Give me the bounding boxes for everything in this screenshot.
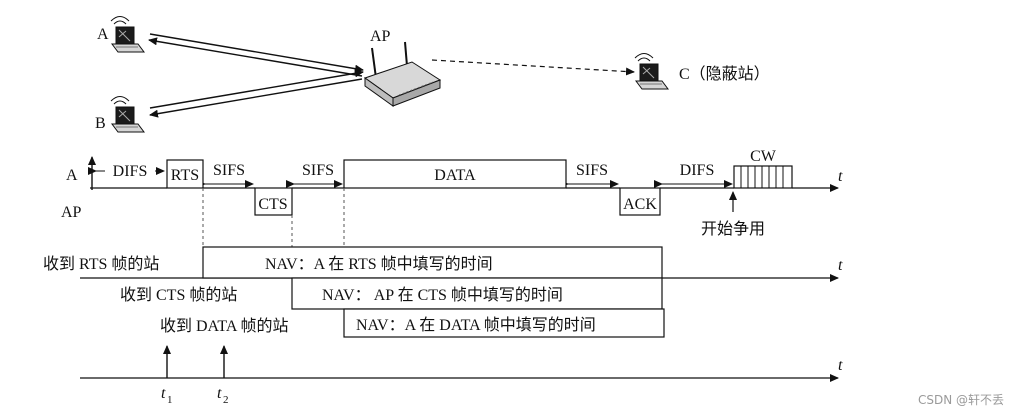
node-ap-label: AP: [370, 28, 391, 45]
svg-text:t: t: [161, 385, 166, 402]
svg-text:ACK: ACK: [623, 196, 657, 213]
laptop-c-icon: [634, 53, 669, 90]
access-point-icon: [363, 41, 442, 107]
t2-marker: t 2: [217, 345, 229, 406]
svg-text:DIFS: DIFS: [680, 162, 715, 179]
svg-text:DATA: DATA: [434, 167, 476, 184]
cts-frame: CTS: [254, 187, 293, 216]
sifs1-interval: SIFS: [197, 162, 254, 188]
time-axis-label: t: [838, 168, 843, 185]
a-ap-link: [148, 33, 364, 77]
cts-nav-bar: NAV： AP 在 CTS 帧中填写的时间: [291, 277, 663, 310]
nav-axis-t-label: t: [838, 257, 843, 274]
contention-window: CW: [733, 148, 793, 189]
start-contention-marker: 开始争用: [701, 191, 765, 238]
svg-text:NAV：A 在 DATA 帧中填写的时间: NAV：A 在 DATA 帧中填写的时间: [356, 316, 596, 334]
sifs2-interval: SIFS: [286, 162, 343, 188]
svg-text:t: t: [217, 385, 222, 402]
bottom-axis-t-label: t: [838, 357, 843, 374]
ap-c-dashed-link: [431, 59, 635, 76]
laptop-a-icon: [110, 16, 145, 53]
difs1-interval: DIFS: [88, 160, 165, 180]
node-c-label: C（隐蔽站）: [679, 65, 770, 83]
node-a-label: A: [97, 26, 109, 43]
t1-marker: t 1: [161, 345, 173, 406]
laptop-b-icon: [110, 96, 145, 133]
watermark: CSDN @轩不丢: [918, 393, 1004, 407]
svg-text:NAV：A 在 RTS 帧中填写的时间: NAV：A 在 RTS 帧中填写的时间: [265, 255, 493, 273]
sifs3-interval: SIFS: [560, 162, 619, 188]
ack-frame: ACK: [619, 187, 661, 216]
node-b-label: B: [95, 115, 106, 132]
svg-text:1: 1: [167, 394, 173, 406]
svg-text:RTS: RTS: [171, 167, 199, 184]
svg-text:SIFS: SIFS: [576, 162, 608, 179]
rts-nav-bar: NAV：A 在 RTS 帧中填写的时间: [202, 246, 663, 279]
data-nav-bar: NAV：A 在 DATA 帧中填写的时间: [343, 308, 665, 338]
svg-text:SIFS: SIFS: [302, 162, 334, 179]
svg-text:CW: CW: [750, 148, 777, 165]
svg-text:DIFS: DIFS: [113, 163, 148, 180]
row-a-label: A: [66, 167, 78, 184]
data-station-label: 收到 DATA 帧的站: [160, 317, 289, 335]
svg-text:SIFS: SIFS: [213, 162, 245, 179]
svg-text:CTS: CTS: [258, 196, 287, 213]
rts-frame: RTS: [166, 159, 204, 189]
svg-text:2: 2: [223, 394, 229, 406]
data-frame: DATA: [343, 159, 567, 189]
svg-text:开始争用: 开始争用: [701, 220, 765, 238]
rts-station-label: 收到 RTS 帧的站: [43, 255, 159, 273]
difs2-interval: DIFS: [654, 162, 733, 188]
cts-station-label: 收到 CTS 帧的站: [120, 286, 237, 304]
row-ap-label: AP: [61, 204, 82, 221]
b-ap-link: [149, 69, 364, 118]
svg-text:NAV： AP 在 CTS 帧中填写的时间: NAV： AP 在 CTS 帧中填写的时间: [322, 286, 563, 304]
